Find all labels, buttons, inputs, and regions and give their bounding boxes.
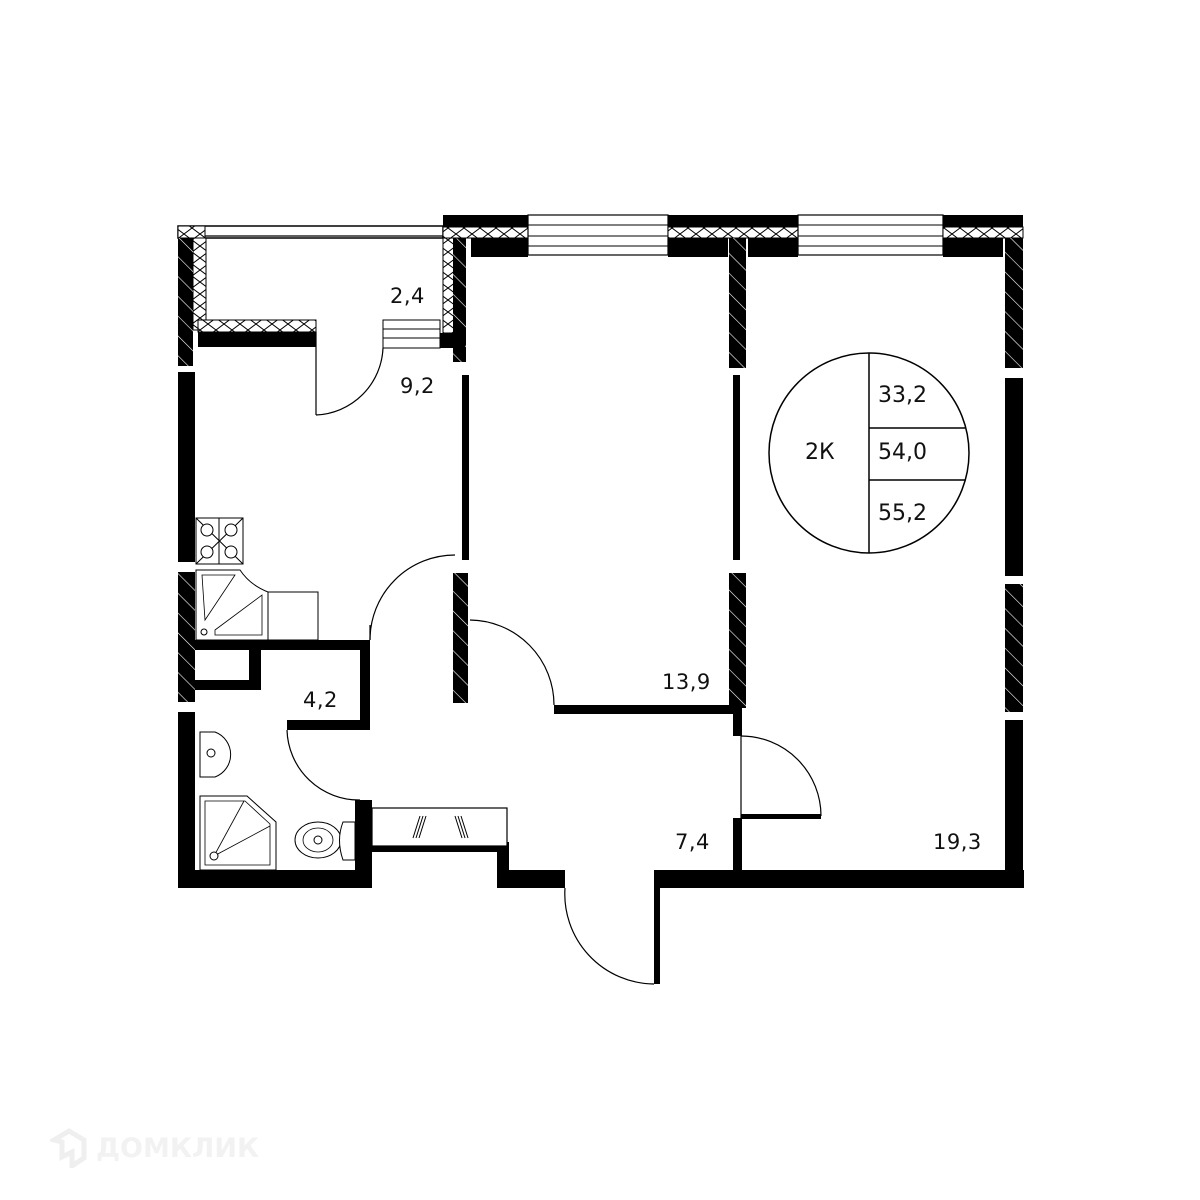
living-area: 33,2 [878, 383, 927, 408]
room-area-bathroom: 4,2 [303, 688, 338, 712]
watermark: ДОМКЛИК [50, 1128, 259, 1168]
outer-walls [178, 238, 1024, 984]
stove-icon [195, 517, 244, 565]
shower-tray-icon [199, 795, 277, 871]
area-legend [768, 352, 970, 554]
top-facade [442, 214, 1024, 257]
room-area-living-room: 19,3 [933, 830, 982, 854]
total-area-with-balcony: 55,2 [878, 501, 927, 526]
interior-walls [195, 238, 746, 878]
watermark-text: ДОМКЛИК [96, 1132, 260, 1164]
total-area: 54,0 [878, 440, 927, 465]
room-area-bedroom: 13,9 [662, 670, 711, 694]
balcony [177, 225, 466, 416]
toilet-icon [294, 821, 356, 861]
domclick-logo-icon [50, 1128, 87, 1168]
doors [286, 554, 822, 985]
kitchen-sink-icon [195, 569, 319, 641]
room-area-balcony: 2,4 [390, 284, 425, 308]
apartment-type: 2К [805, 440, 835, 465]
room-area-hallway: 7,4 [675, 830, 710, 854]
room-area-kitchen: 9,2 [400, 374, 435, 398]
washbasin-icon [199, 731, 232, 778]
